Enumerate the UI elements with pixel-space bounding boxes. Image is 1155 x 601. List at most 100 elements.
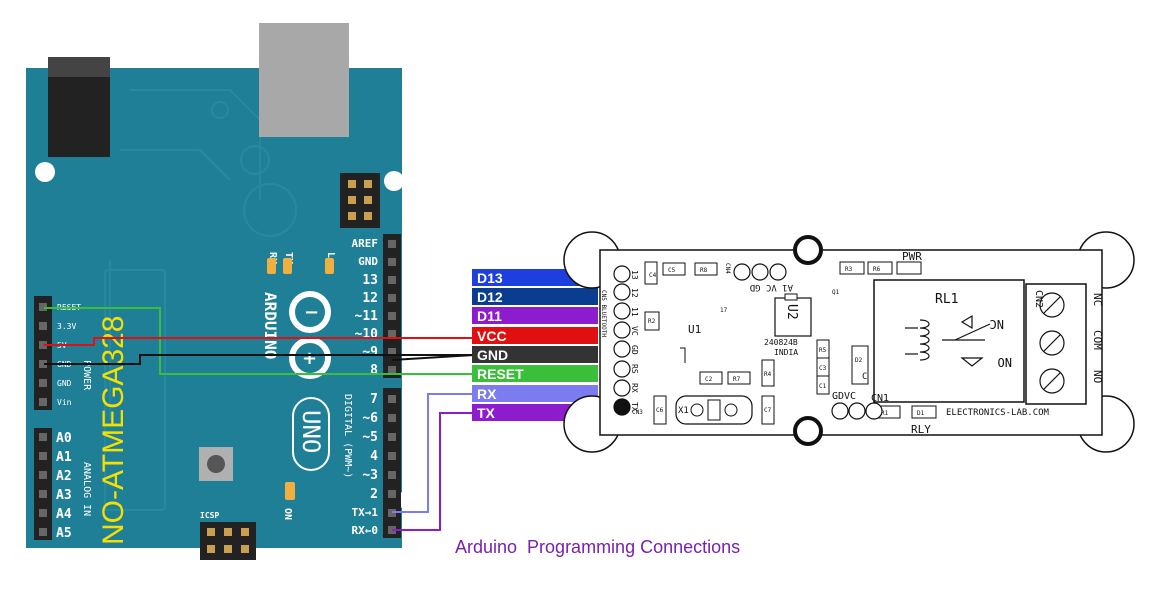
comp-r1: R1 <box>881 410 889 417</box>
cn1-label: CN1 <box>871 393 889 404</box>
icsp-label: ICSP <box>200 511 219 520</box>
label-vcc: VCC <box>472 327 598 344</box>
comp-c6: C6 <box>656 407 664 414</box>
bt-pin-rx: RX <box>630 383 639 393</box>
on-label: ON <box>282 508 293 520</box>
analog-pin-a4: A4 <box>56 507 72 522</box>
comp-q1: Q1 <box>832 289 840 296</box>
mounting-hole <box>35 162 55 182</box>
wire-rx <box>392 393 474 513</box>
chip-label: NO-ATMEGA328 <box>97 316 130 546</box>
digital-pin-10: ~10 <box>355 327 379 342</box>
digital-pin-6: ~6 <box>362 411 378 426</box>
power-title: POWER <box>81 360 92 391</box>
label-reset: RESET <box>472 365 598 382</box>
mounting-hole <box>384 171 404 191</box>
nc-symbol: NC <box>990 317 1004 331</box>
cn4-label: CN4 <box>724 263 731 274</box>
label-d11: D11 <box>472 307 598 324</box>
terminal-com: COM <box>1091 330 1104 350</box>
comp-c2: C2 <box>705 376 713 383</box>
comp-r6: R6 <box>873 266 881 273</box>
wire-tx <box>392 412 474 531</box>
comp-c7: C7 <box>764 407 772 414</box>
bt-pin-rs: RS <box>630 364 639 374</box>
relay-hole <box>793 416 823 446</box>
u2-chip <box>774 297 812 337</box>
digital-pin-aref: AREF <box>352 237 379 250</box>
smd-components <box>644 261 937 425</box>
label-d12: D12 <box>472 288 598 305</box>
svg-text:RX: RX <box>477 386 497 402</box>
analog-pin-a0: A0 <box>56 431 72 446</box>
bt-pin-12: 12 <box>630 288 639 298</box>
digital-header-top <box>383 234 401 378</box>
digital-pin-12: 12 <box>362 291 378 306</box>
analog-pin-a1: A1 <box>56 450 72 465</box>
svg-text:D12: D12 <box>477 289 503 305</box>
label-rx: RX <box>472 385 598 402</box>
u1-marker <box>680 347 686 363</box>
rly-label: RLY <box>911 423 931 436</box>
cn3-label: CN3 <box>632 409 643 416</box>
power-pin-gnd2: GND <box>57 379 72 388</box>
power-pin-vin: Vin <box>57 398 72 407</box>
digital-pin-tx1: TX→1 <box>352 506 379 519</box>
l-led <box>325 258 334 274</box>
digital-pin-7: 7 <box>370 392 378 407</box>
svg-text:VCC: VCC <box>477 328 507 344</box>
digital-pin-2: 2 <box>370 487 378 502</box>
bluetooth-header <box>613 265 631 416</box>
country-label: INDIA <box>774 348 798 357</box>
relay-label: RL1 <box>935 292 958 307</box>
on-led <box>285 482 295 500</box>
logo-minus: − <box>304 302 319 323</box>
comp-r8: R8 <box>700 267 708 274</box>
comp-d1: D1 <box>917 410 925 417</box>
wire-gnd-a <box>44 354 474 365</box>
bt-pin-11: 11 <box>630 307 639 317</box>
bt-pin-13: 13 <box>630 270 639 280</box>
bt-pin-vc: VC <box>630 326 639 336</box>
bt-header-title: CN5 BLUETOOTH <box>600 290 607 337</box>
comp-r5: R5 <box>819 347 827 354</box>
relay-hole <box>793 235 823 265</box>
analog-pin-a2: A2 <box>56 469 72 484</box>
digital-pin-8: 8 <box>370 363 378 378</box>
analog-header-pins <box>39 433 47 536</box>
pwr-label: PWR <box>902 250 922 263</box>
comp-c1: C1 <box>819 383 827 390</box>
arduino-pcb <box>26 68 402 548</box>
cn2-label: CN2 <box>1033 290 1044 308</box>
arduino-logo <box>289 291 331 379</box>
connector-labels: D13 D12 D11 VCC GND RESET RX TX <box>472 269 598 421</box>
terminal-screws <box>1039 292 1065 394</box>
digital-header-top-pins <box>388 240 396 374</box>
usb-connector <box>259 23 349 137</box>
model-label: UNO <box>297 410 325 453</box>
relay-rl1 <box>873 279 1025 403</box>
u1-label: U1 <box>688 323 701 336</box>
icsp-header-top <box>340 173 380 228</box>
comp-r4: R4 <box>764 371 772 378</box>
terminal-no: NO <box>1091 370 1104 383</box>
digital-pin-13: 13 <box>362 273 378 288</box>
analog-title: ANALOG IN <box>81 462 92 516</box>
comp-c4: C4 <box>649 272 657 279</box>
wire-reset <box>44 307 474 375</box>
cn4-header <box>733 263 787 281</box>
icsp-header-bottom <box>200 522 256 560</box>
terminal-nc: NC <box>1091 293 1104 306</box>
digital-pin-4: 4 <box>370 449 378 464</box>
analog-header <box>34 428 52 540</box>
svg-text:D11: D11 <box>477 308 502 324</box>
digital-pin-5: ~5 <box>362 430 378 445</box>
wire-vcc <box>44 337 474 346</box>
cn4-pins: A1 VC GD <box>750 282 793 292</box>
website-label: ELECTRONICS-LAB.COM <box>946 408 1050 418</box>
power-header-pins <box>39 303 47 406</box>
digital-pin-gnd: GND <box>358 255 378 268</box>
comp-d2: D2 <box>855 357 863 364</box>
svg-text:TX: TX <box>477 405 496 421</box>
